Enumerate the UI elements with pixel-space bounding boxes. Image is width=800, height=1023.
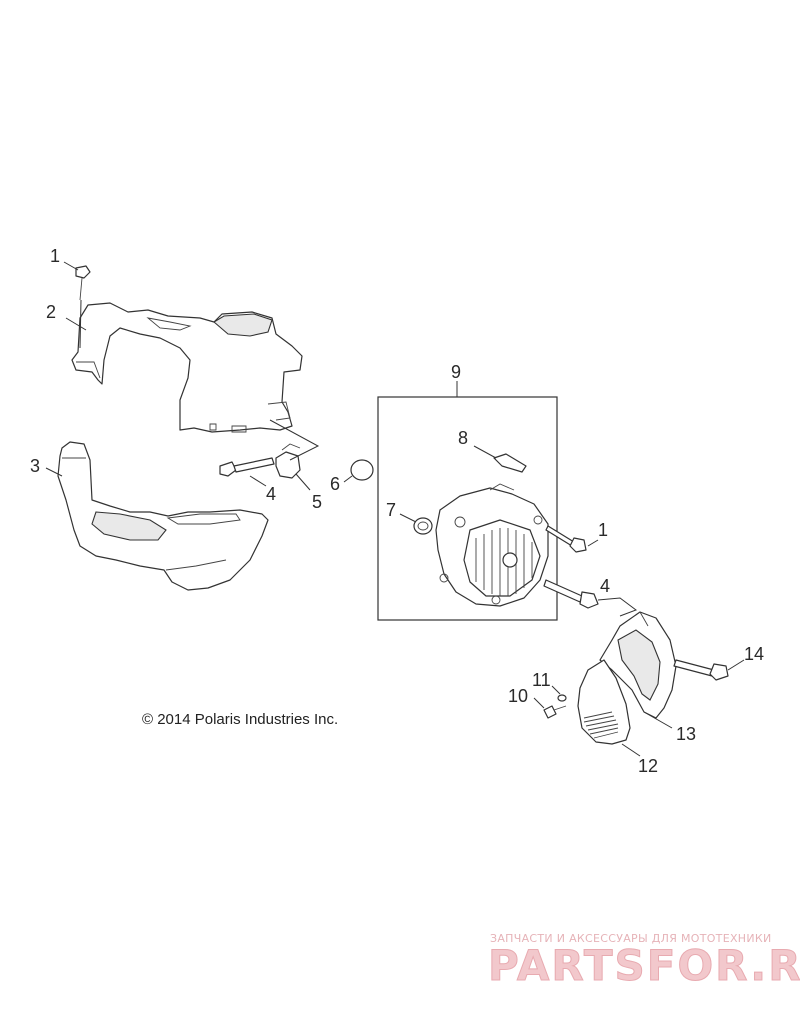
screw-1-right: [545, 525, 599, 553]
callout-labels: 1 2 3 4 5 6 9 8 7 1 4 14 11 10 13 12: [30, 246, 764, 776]
screw-14: [673, 659, 745, 681]
assembly-box-9: [377, 381, 558, 621]
callout-6: 6: [330, 474, 340, 494]
fan-housing: [435, 483, 549, 607]
callout-3: 3: [30, 456, 40, 476]
seal-strip-8: [473, 445, 527, 473]
cover-plate-12: [577, 659, 631, 745]
upper-shroud: [71, 302, 303, 433]
callout-1-top: 1: [50, 246, 60, 266]
duct-13: [599, 611, 677, 719]
screw-10: [533, 697, 567, 719]
callout-5: 5: [312, 492, 322, 512]
washer-11: [551, 685, 567, 702]
grommet-7: [399, 513, 433, 535]
callout-13: 13: [676, 724, 696, 744]
watermark-tagline: ЗАПЧАСТИ И АКСЕССУАРЫ ДЛЯ МОТОТЕХНИКИ: [490, 932, 772, 945]
bolt-4-left: [219, 457, 275, 477]
callout-10: 10: [508, 686, 528, 706]
copyright-text: © 2014 Polaris Industries Inc.: [142, 711, 338, 728]
callout-4-left: 4: [266, 484, 276, 504]
plug-6: [350, 459, 374, 481]
screw-1-left: [75, 265, 91, 349]
cover-plate-vents: [583, 711, 619, 739]
callout-12: 12: [638, 756, 658, 776]
callout-9: 9: [451, 362, 461, 382]
callout-4-right: 4: [600, 576, 610, 596]
callout-1-right: 1: [598, 520, 608, 540]
lower-shroud: [57, 441, 269, 591]
watermark: ЗАПЧАСТИ И АКСЕССУАРЫ ДЛЯ МОТОТЕХНИКИ PA…: [488, 932, 800, 991]
callout-7: 7: [386, 500, 396, 520]
leader-lines: [45, 261, 673, 757]
bolt-4-right: [543, 579, 638, 617]
callout-11: 11: [532, 670, 551, 690]
watermark-logo: PARTSFOR.RU: [488, 941, 800, 990]
callout-2: 2: [46, 302, 56, 322]
callout-14: 14: [744, 644, 764, 664]
callout-8: 8: [458, 428, 468, 448]
clip-5: [269, 419, 320, 479]
